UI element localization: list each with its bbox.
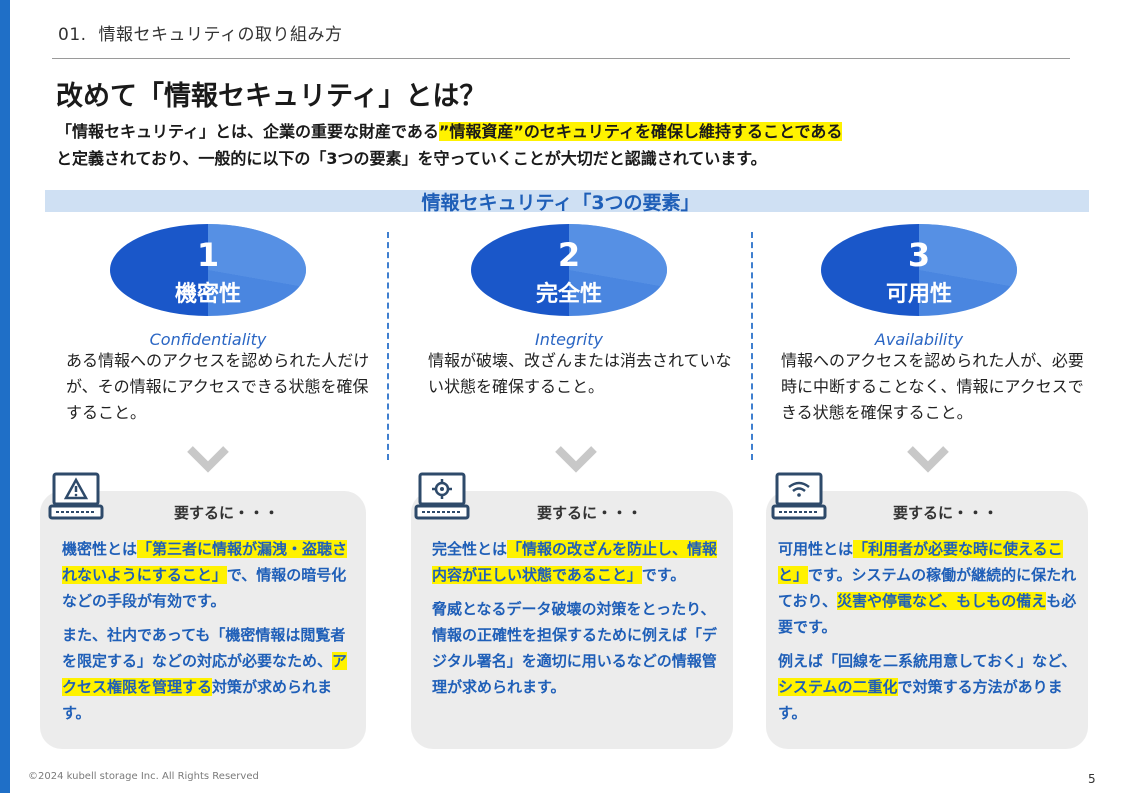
summary-card-integrity xyxy=(411,491,733,749)
section-number: 01. xyxy=(58,25,87,45)
chevron-down-icon xyxy=(907,446,949,473)
element-number: 3 xyxy=(907,236,931,274)
card-heading: 要するに・・・ xyxy=(174,504,280,522)
page-title: 改めて「情報セキュリティ」とは？ xyxy=(56,81,487,112)
header-divider xyxy=(52,58,1070,59)
summary-card-confidentiality xyxy=(40,491,366,749)
banner-band xyxy=(45,190,1089,212)
card-heading: 要するに・・・ xyxy=(537,504,643,522)
card-heading: 要するに・・・ xyxy=(893,504,999,522)
element-badge-confidentiality: 1 機密性 xyxy=(110,224,306,316)
card-body-integrity: 完全性とは「情報の改ざんを防止し、情報内容が正しい状態であること」です。 脅威と… xyxy=(432,540,718,696)
intro-line1-a: 「情報セキュリティ」とは、企業の重要な財産である xyxy=(56,122,439,141)
banner-title: 情報セキュリティ「3つの要素」 xyxy=(421,192,700,214)
wifi-laptop-icon xyxy=(771,472,827,520)
element-english-name: Integrity xyxy=(535,330,603,349)
chevron-down-icon xyxy=(187,446,229,473)
element-number: 2 xyxy=(557,236,581,274)
summary-card-availability xyxy=(766,491,1088,749)
element-name: 完全性 xyxy=(535,282,602,307)
element-english-name: Availability xyxy=(874,330,964,349)
section-label: 01. 情報セキュリティの取り組み方 xyxy=(58,20,343,45)
warning-laptop-icon xyxy=(48,472,104,520)
element-description: 情報が破壊、改ざんまたは消去されていない状態を確保すること。 xyxy=(428,351,732,396)
left-accent-bar xyxy=(0,0,10,793)
section-title: 情報セキュリティの取り組み方 xyxy=(98,25,343,45)
element-description: 情報へのアクセスを認められた人が、必要時に中断することなく、情報にアクセスできる… xyxy=(781,351,1084,422)
element-name: 可用性 xyxy=(885,282,952,307)
copyright-footer: ©2024 kubell storage Inc. All Rights Res… xyxy=(28,771,259,782)
column-divider xyxy=(387,232,389,460)
element-badge-availability: 3 可用性 xyxy=(821,224,1017,316)
column-divider xyxy=(751,232,753,460)
element-description: ある情報へのアクセスを認められた人だけが、その情報にアクセスできる状態を確保する… xyxy=(66,351,370,422)
element-name: 機密性 xyxy=(174,282,241,307)
chevron-down-icon xyxy=(555,446,597,473)
element-number: 1 xyxy=(196,236,220,274)
element-english-name: Confidentiality xyxy=(149,330,267,349)
card-body-confidentiality: 機密性とは「第三者に情報が漏洩・盗聴されないようにすること」で、情報の暗号化など… xyxy=(62,540,348,722)
intro-line2: と定義されており、一般的に以下の「3つの要素」を守っていくことが大切だと認識され… xyxy=(56,149,767,168)
intro-line1-highlight: ”情報資産”のセキュリティを確保し維持することである xyxy=(438,122,843,141)
element-badge-integrity: 2 完全性 xyxy=(471,224,667,316)
gear-laptop-icon xyxy=(414,472,470,520)
card-body-availability: 可用性とは「利用者が必要な時に使えること」です。システムの稼働が継続的に保たれて… xyxy=(778,540,1077,722)
page-number: 5 xyxy=(1088,772,1096,786)
intro-text: 「情報セキュリティ」とは、企業の重要な財産である”情報資産”のセキュリティを確保… xyxy=(56,118,1056,172)
